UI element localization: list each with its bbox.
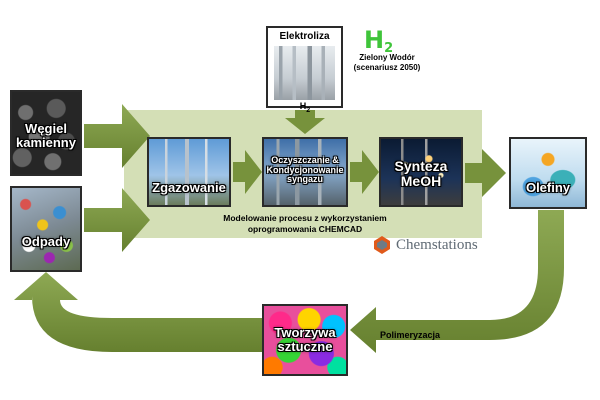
methanol-synthesis-node: Synteza MeOH <box>379 137 463 207</box>
coal-node: Węgiel kamienny <box>10 90 82 176</box>
modeling-caption: Modelowanie procesu z wykorzystaniem opr… <box>223 213 387 234</box>
arrow-waste-to-gasification <box>84 188 150 252</box>
arrow-cleaning-to-methanol <box>350 150 379 194</box>
arrow-coal-to-gasification <box>84 104 150 168</box>
arrow-electrolysis-to-cleaning <box>285 110 325 134</box>
gasification-label: Zgazowanie <box>152 180 226 195</box>
chemstations-logo: Chemstations <box>372 234 478 256</box>
gasification-node: Zgazowanie <box>147 137 231 207</box>
methanol-synthesis-label: Synteza MeOH <box>394 158 448 190</box>
h2-arrow-label: H2 <box>299 101 311 114</box>
electrolysis-plant-image <box>274 46 335 100</box>
arrow-methanol-to-olefins <box>465 149 506 197</box>
h2-logo: H2 <box>364 26 394 56</box>
polymerization-label: Polimeryzacja <box>380 330 441 340</box>
electrolysis-node: Elektroliza <box>266 26 343 108</box>
plastics-label: Tworzywa sztuczne <box>274 325 336 355</box>
waste-label: Odpady <box>21 234 71 249</box>
waste-node: Odpady <box>10 186 82 272</box>
olefins-node: Olefiny <box>509 137 587 209</box>
olefins-label: Olefiny <box>525 180 571 195</box>
arrow-plastics-to-waste <box>14 272 262 352</box>
syngas-cleaning-label: Oczyszczanie & Kondycjonowanie syngazu <box>266 155 344 185</box>
coal-label: Węgiel kamienny <box>16 121 76 151</box>
syngas-cleaning-node: Oczyszczanie & Kondycjonowanie syngazu <box>262 137 348 207</box>
green-hydrogen-caption: Zielony Wodór (scenariusz 2050) <box>353 53 421 72</box>
chemstations-mark-icon <box>372 235 392 255</box>
arrow-gasification-to-cleaning <box>233 150 262 194</box>
chemstations-name: Chemstations <box>396 236 478 253</box>
arrow-olefins-to-plastics <box>350 210 564 353</box>
electrolysis-label: Elektroliza <box>279 31 330 42</box>
plastics-node: Tworzywa sztuczne <box>262 304 348 376</box>
